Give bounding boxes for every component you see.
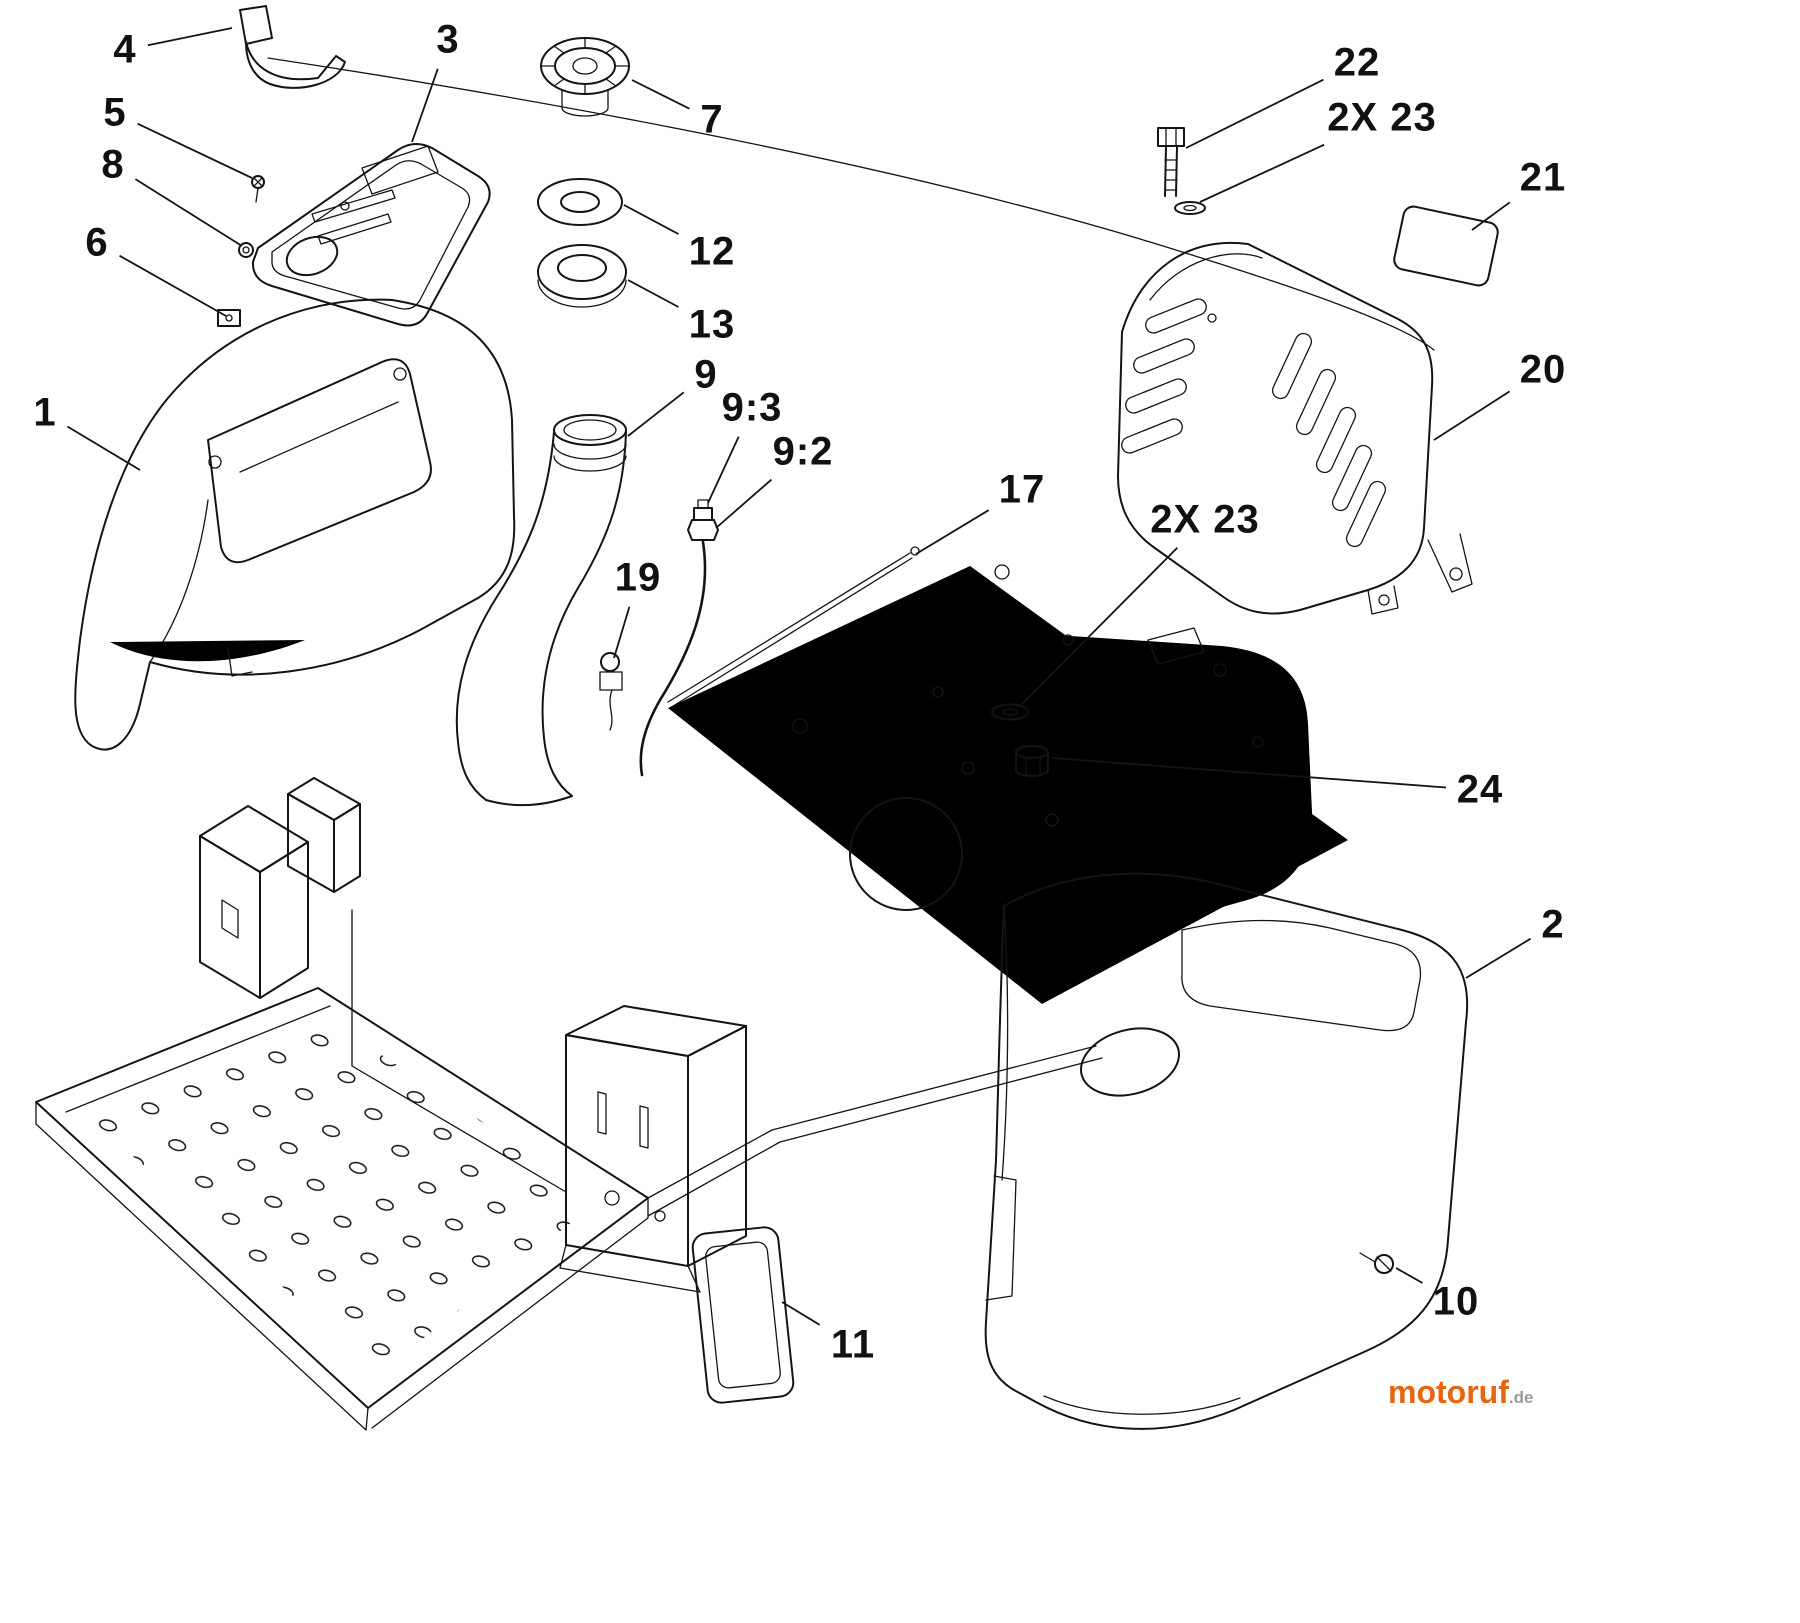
part-13-grommet: [537, 244, 627, 308]
part-9-fuel-tank: [455, 414, 627, 862]
callout-4: 4: [113, 27, 137, 72]
callout-24: 24: [1456, 767, 1504, 812]
callout-9-3: 9:3: [721, 385, 783, 430]
part-3-control-panel: [251, 143, 491, 327]
part-9-2-fuel-valve-and-line: [639, 499, 719, 777]
watermark-suffix: .de: [1508, 1388, 1534, 1407]
callout-3: 3: [436, 17, 460, 62]
callout-9: 9: [694, 352, 718, 397]
part-19-sensor: [599, 652, 623, 780]
callout-2x-23: 2X 23: [1327, 95, 1437, 140]
footrest-plate: [35, 987, 649, 1431]
part-23-washer-center: [991, 580, 1029, 744]
callout-11: 11: [830, 1322, 876, 1367]
part-21-pad: [1336, 205, 1499, 300]
callout-6: 6: [85, 220, 109, 265]
part-12-washer: [537, 178, 623, 226]
callout-19: 19: [614, 555, 662, 600]
watermark-brand: motoruf: [1388, 1374, 1509, 1410]
part-24-nut: [1015, 745, 1049, 777]
callout-2x-23: 2X 23: [1150, 497, 1260, 542]
callout-22: 22: [1333, 40, 1381, 85]
callout-12: 12: [688, 229, 736, 274]
seat-plate: [668, 560, 1348, 1004]
part-5-screw: [251, 175, 265, 203]
callout-1: 1: [33, 390, 57, 435]
part-8-grommet: [238, 242, 254, 258]
frame-chassis: [199, 777, 1103, 1293]
callout-2: 2: [1541, 902, 1565, 947]
part-4-lever-and-cable: [239, 5, 1435, 351]
part-7-fuel-cap: [540, 37, 630, 117]
part-23-washer-upper: [1174, 201, 1210, 312]
part-20-vented-panel: [1117, 241, 1473, 615]
part-17-rod: [636, 546, 920, 724]
part-22-bolt: [1157, 127, 1185, 197]
callout-9-2: 9:2: [772, 429, 834, 474]
callout-8: 8: [101, 142, 125, 187]
callout-13: 13: [688, 302, 736, 347]
part-2-rear-body-cover: [984, 872, 1469, 1430]
watermark: motoruf.de: [1388, 1374, 1533, 1411]
callout-21: 21: [1519, 155, 1567, 200]
part-10-screw: [1316, 1242, 1394, 1274]
part-11-footrest-pad: [691, 1226, 795, 1404]
part-1-front-body-panel: [74, 298, 516, 751]
callout-10: 10: [1432, 1279, 1480, 1324]
callout-17: 17: [998, 467, 1046, 512]
callout-5: 5: [103, 90, 127, 135]
part-6-clip: [217, 309, 241, 327]
callout-7: 7: [700, 97, 724, 142]
callout-20: 20: [1519, 347, 1567, 392]
